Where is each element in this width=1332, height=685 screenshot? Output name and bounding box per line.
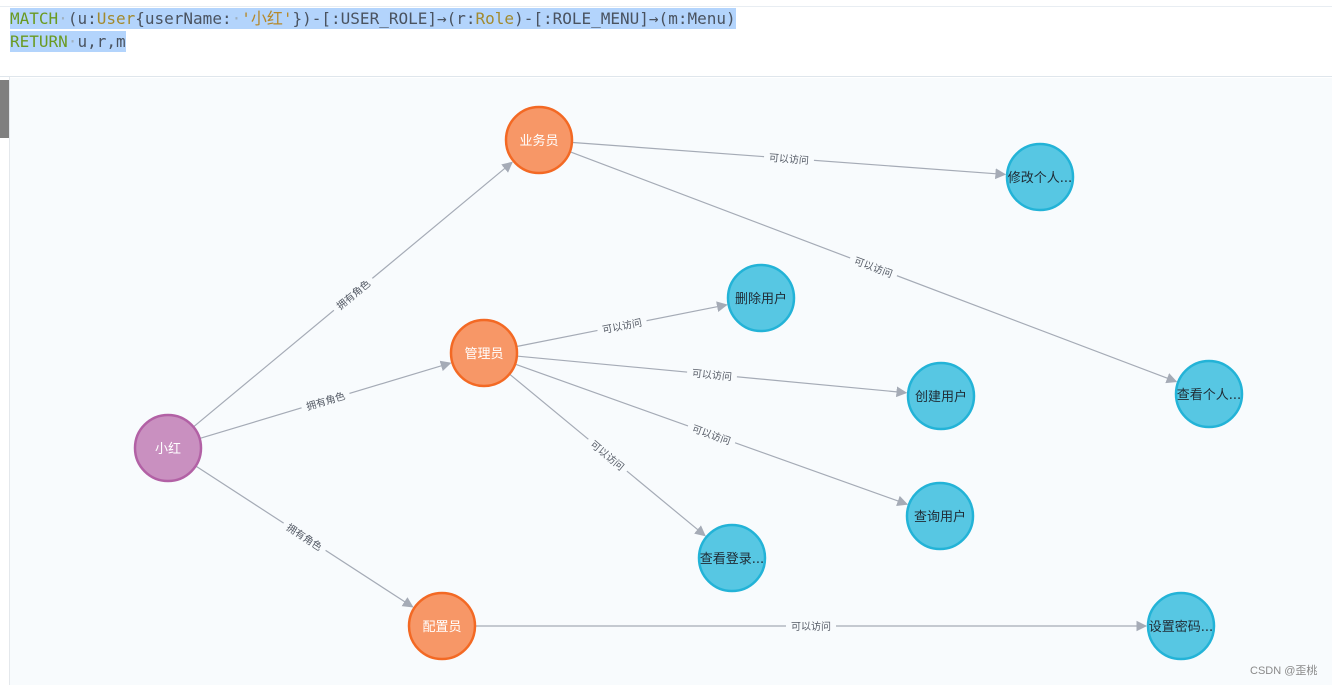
node-menu[interactable]: 删除用户 xyxy=(726,263,796,333)
node-circle-m5[interactable] xyxy=(905,481,975,551)
node-label: 小红 xyxy=(155,441,181,457)
node-circle-u[interactable] xyxy=(133,413,203,483)
node-circle-m7[interactable] xyxy=(1146,591,1216,661)
node-role[interactable]: 管理员 xyxy=(449,318,519,388)
return-vars: u,r,m xyxy=(77,32,126,51)
edge-label: 可以访问 xyxy=(690,422,732,448)
edge-label-group: 拥有角色 xyxy=(330,273,377,315)
node-label: 修改个人... xyxy=(1008,171,1072,186)
match-keyword: MATCH xyxy=(10,9,59,28)
edge-label-group: 可以访问 xyxy=(763,150,815,167)
edge-label-group: 可以访问 xyxy=(848,252,900,282)
node-menu[interactable]: 查询用户 xyxy=(905,481,975,551)
username-value: '小红' xyxy=(241,9,293,28)
node-circle-m2[interactable] xyxy=(726,263,796,333)
node-menu[interactable]: 设置密码... xyxy=(1146,591,1216,661)
edge-label-group: 可以访问 xyxy=(596,314,648,337)
node-label: 查看个人... xyxy=(1177,387,1241,403)
node-label: 查看登录... xyxy=(700,551,764,567)
edge-label-group: 可以访问 xyxy=(584,434,631,476)
node-menu[interactable]: 查看个人... xyxy=(1174,359,1244,429)
edge-label-group: 可以访问 xyxy=(685,420,738,449)
edge-label: 可以访问 xyxy=(691,367,732,384)
graph-canvas[interactable]: 拥有角色拥有角色拥有角色可以访问可以访问可以访问可以访问可以访问可以访问可以访问… xyxy=(10,78,1332,685)
edge-label: 可以访问 xyxy=(769,151,810,167)
left-rail-border xyxy=(9,77,10,685)
node-circle-m1[interactable] xyxy=(1005,142,1075,212)
node-circle-r3[interactable] xyxy=(407,591,477,661)
user-label: User xyxy=(96,9,136,28)
edge-label-group: 拥有角色 xyxy=(280,518,329,556)
node-label: 查询用户 xyxy=(914,509,966,525)
node-circle-m3[interactable] xyxy=(906,361,976,431)
node-menu[interactable]: 修改个人... xyxy=(1005,142,1075,212)
query-line-1[interactable]: MATCH·(u:User{userName:·'小红'})-[:USER_RO… xyxy=(10,8,736,29)
node-circle-m4[interactable] xyxy=(1174,359,1244,429)
node-menu[interactable]: 查看登录... xyxy=(697,523,767,593)
node-circle-r2[interactable] xyxy=(449,318,519,388)
node-circle-m6[interactable] xyxy=(697,523,767,593)
node-label: 管理员 xyxy=(464,347,503,362)
role-label: Role xyxy=(475,9,515,28)
edge-label: 拥有角色 xyxy=(284,521,325,554)
node-role[interactable]: 配置员 xyxy=(407,591,477,661)
editor-top-border xyxy=(0,6,1332,7)
left-rail-tab[interactable] xyxy=(0,80,9,138)
node-user[interactable]: 小红 xyxy=(133,413,203,483)
node-label: 设置密码... xyxy=(1149,619,1213,635)
edge-label: 拥有角色 xyxy=(334,277,373,313)
node-label: 业务员 xyxy=(519,133,558,149)
node-label: 配置员 xyxy=(422,620,461,635)
node-label: 删除用户 xyxy=(735,291,787,307)
query-editor[interactable]: MATCH·(u:User{userName:·'小红'})-[:USER_RO… xyxy=(0,0,1332,77)
edge-label: 拥有角色 xyxy=(305,389,347,413)
watermark: CSDN @歪桃 xyxy=(1250,665,1318,677)
node-circle-r1[interactable] xyxy=(504,105,574,175)
query-line-2[interactable]: RETURN·u,r,m xyxy=(10,31,126,52)
edge-label-group: 可以访问 xyxy=(786,620,836,633)
edge-label: 可以访问 xyxy=(852,254,894,280)
return-keyword: RETURN xyxy=(10,32,68,51)
edge-label-group: 拥有角色 xyxy=(299,387,352,414)
edge-label: 可以访问 xyxy=(791,620,831,633)
edge-label-group: 可以访问 xyxy=(686,366,738,384)
node-role[interactable]: 业务员 xyxy=(504,105,574,175)
node-label: 创建用户 xyxy=(915,389,967,405)
graph-svg[interactable]: 拥有角色拥有角色拥有角色可以访问可以访问可以访问可以访问可以访问可以访问可以访问… xyxy=(10,78,1332,685)
edge-label: 可以访问 xyxy=(601,316,643,337)
edge-label: 可以访问 xyxy=(588,438,627,474)
node-menu[interactable]: 创建用户 xyxy=(906,361,976,431)
